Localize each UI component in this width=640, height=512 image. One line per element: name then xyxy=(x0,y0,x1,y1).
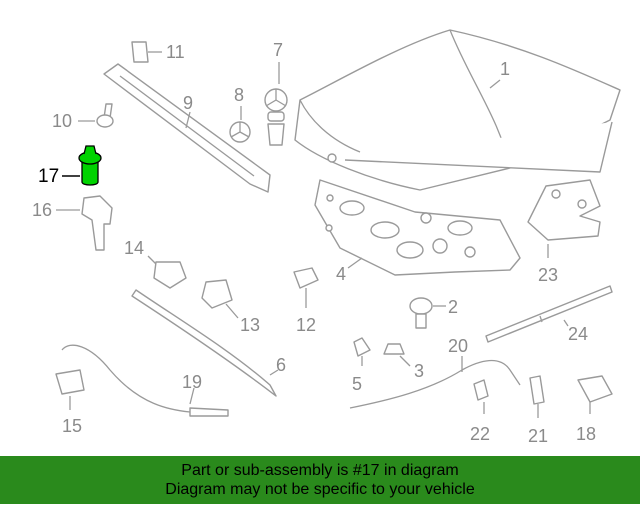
parts-diagram: 1 4 7 8 9 11 xyxy=(32,29,621,446)
leader-19 xyxy=(189,387,195,405)
part-19-release-cable[interactable] xyxy=(61,344,229,417)
callout-14: 14 xyxy=(124,238,144,258)
callout-24: 24 xyxy=(568,324,588,344)
part-12-bumper-stop[interactable] xyxy=(293,267,319,289)
callout-11: 11 xyxy=(166,42,185,62)
callout-2: 2 xyxy=(448,297,458,317)
part-6-seal[interactable] xyxy=(131,289,277,397)
callout-12: 12 xyxy=(296,315,316,335)
part-14-latch-bracket[interactable] xyxy=(153,261,187,289)
leader-24 xyxy=(563,319,569,327)
part-1-hood-panel[interactable] xyxy=(294,29,621,191)
part-5-clip[interactable] xyxy=(353,337,371,357)
part-10-bolt[interactable] xyxy=(96,103,114,128)
callout-9: 9 xyxy=(183,93,193,113)
part-23-hinge[interactable] xyxy=(527,179,601,241)
callout-4: 4 xyxy=(336,264,346,284)
leader-3 xyxy=(399,355,411,367)
part-21-bracket[interactable] xyxy=(529,375,545,405)
callout-15: 15 xyxy=(62,416,82,436)
callout-7: 7 xyxy=(273,40,283,60)
part-3-grommet[interactable] xyxy=(383,343,405,355)
part-20-cable[interactable] xyxy=(349,359,521,409)
callout-17: 17 xyxy=(38,166,59,187)
callout-13: 13 xyxy=(240,315,260,335)
callout-5: 5 xyxy=(352,374,362,394)
leader-6 xyxy=(269,369,279,376)
part-8-emblem-badge[interactable] xyxy=(229,121,251,143)
leader-13 xyxy=(225,303,239,319)
callout-3: 3 xyxy=(414,361,424,381)
banner-line-1: Part or sub-assembly is #17 in diagram xyxy=(181,462,459,479)
part-7-emblem[interactable] xyxy=(264,88,288,146)
part-17-highlighted[interactable] xyxy=(78,145,102,186)
part-11-clip[interactable] xyxy=(131,41,149,63)
callout-20: 20 xyxy=(448,336,468,356)
part-15-handle[interactable] xyxy=(55,369,85,395)
part-13-latch-mount[interactable] xyxy=(201,279,233,309)
info-banner: Part or sub-assembly is #17 in diagram D… xyxy=(0,456,640,504)
leader-9 xyxy=(185,111,191,129)
leader-4 xyxy=(347,257,363,269)
callout-21: 21 xyxy=(528,426,548,446)
callout-16: 16 xyxy=(32,200,52,220)
callout-23: 23 xyxy=(538,265,558,285)
part-4-hood-inner-frame[interactable] xyxy=(314,179,521,276)
banner-line-2: Diagram may not be specific to your vehi… xyxy=(165,481,475,498)
part-16-bracket[interactable] xyxy=(81,195,113,251)
callout-1: 1 xyxy=(500,59,510,79)
callout-18: 18 xyxy=(576,424,596,444)
callout-22: 22 xyxy=(470,424,490,444)
part-22-clip[interactable] xyxy=(473,379,489,401)
part-18-bracket[interactable] xyxy=(577,375,613,403)
leader-14 xyxy=(147,255,157,265)
callout-6: 6 xyxy=(276,355,286,375)
callout-8: 8 xyxy=(234,85,244,105)
callout-19: 19 xyxy=(182,372,202,392)
part-24-gas-strut[interactable] xyxy=(485,285,613,343)
callout-10: 10 xyxy=(52,111,72,131)
leader-1 xyxy=(489,79,501,89)
part-2-bumper[interactable] xyxy=(409,297,433,329)
